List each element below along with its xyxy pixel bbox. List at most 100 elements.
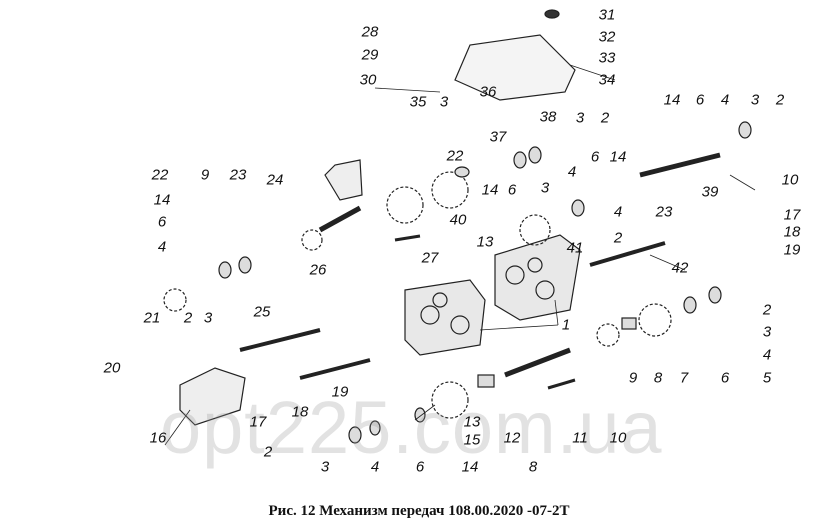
- top-cover: [454, 34, 576, 101]
- side-cover: [179, 367, 246, 426]
- gear: [386, 186, 424, 224]
- part-label: 24: [266, 171, 284, 189]
- part-label: 6: [507, 181, 517, 199]
- part-label: 6: [695, 91, 705, 109]
- part-label: 16: [149, 429, 167, 447]
- part-label: 3: [320, 458, 330, 476]
- part-label: 34: [598, 71, 616, 89]
- part-label: 37: [489, 128, 507, 146]
- part-label: 3: [439, 93, 449, 111]
- part-label: 8: [528, 458, 538, 476]
- part-label: 2: [263, 443, 273, 461]
- part-label: 2: [600, 109, 610, 127]
- part-label: 18: [291, 403, 309, 421]
- part-label: 22: [446, 147, 464, 165]
- part-label: 13: [476, 233, 494, 251]
- part-label: 3: [750, 91, 760, 109]
- part-label: 14: [663, 91, 681, 109]
- bracket: [324, 159, 363, 201]
- part-label: 6: [415, 458, 425, 476]
- part-label: 3: [575, 109, 585, 127]
- part-label: 23: [229, 166, 247, 184]
- part-label: 19: [331, 383, 349, 401]
- part-label: 36: [479, 83, 497, 101]
- part-label: 32: [598, 28, 616, 46]
- part-label: 2: [183, 309, 193, 327]
- shaft: [299, 358, 371, 380]
- part-label: 42: [671, 259, 689, 277]
- part-label: 6: [157, 213, 167, 231]
- shaft: [589, 241, 666, 267]
- key: [547, 378, 576, 390]
- part-label: 9: [200, 166, 210, 184]
- part-label: 2: [775, 91, 785, 109]
- part-label: 3: [762, 323, 772, 341]
- shaft: [239, 328, 321, 352]
- housing-front: [404, 279, 486, 356]
- part-label: 4: [157, 238, 167, 256]
- part-label: 6: [720, 369, 730, 387]
- part-label: 41: [566, 239, 584, 257]
- part-label: 8: [653, 369, 663, 387]
- part-label: 29: [361, 46, 379, 64]
- part-label: 9: [628, 369, 638, 387]
- part-label: 4: [613, 203, 623, 221]
- shaft: [639, 152, 721, 178]
- part-label: 28: [361, 23, 379, 41]
- part-label: 4: [762, 346, 772, 364]
- shaft: [504, 347, 571, 378]
- part-label: 6: [590, 148, 600, 166]
- part-label: 14: [481, 181, 499, 199]
- part-label: 18: [783, 223, 801, 241]
- gear: [519, 214, 551, 246]
- part-label: 3: [203, 309, 213, 327]
- part-label: 38: [539, 108, 557, 126]
- part-label: 2: [762, 301, 772, 319]
- part-label: 27: [421, 249, 439, 267]
- part-label: 2: [613, 229, 623, 247]
- gear: [638, 303, 672, 337]
- part-label: 4: [370, 458, 380, 476]
- part-label: 25: [253, 303, 271, 321]
- part-label: 17: [249, 413, 267, 431]
- part-label: 3: [540, 179, 550, 197]
- shaft: [318, 205, 362, 233]
- part-label: 12: [503, 429, 521, 447]
- gear: [596, 323, 620, 347]
- part-label: 17: [783, 206, 801, 224]
- part-label: 10: [781, 171, 799, 189]
- part-label: 22: [151, 166, 169, 184]
- part-label: 35: [409, 93, 427, 111]
- gear: [163, 288, 187, 312]
- part-label: 14: [461, 458, 479, 476]
- part-label: 14: [609, 148, 627, 166]
- part-label: 1: [561, 316, 571, 334]
- part-label: 11: [572, 429, 588, 447]
- part-label: 20: [103, 359, 121, 377]
- gear: [431, 381, 469, 419]
- housing-rear: [494, 234, 581, 321]
- part-label: 4: [567, 163, 577, 181]
- part-label: 21: [143, 309, 161, 327]
- part-label: 19: [783, 241, 801, 259]
- part-label: 40: [449, 211, 467, 229]
- part-label: 33: [598, 49, 616, 67]
- part-label: 26: [309, 261, 327, 279]
- part-label: 7: [679, 369, 689, 387]
- part-label: 13: [463, 413, 481, 431]
- gear: [301, 229, 323, 251]
- key: [394, 234, 421, 242]
- part-label: 23: [655, 203, 673, 221]
- part-label: 4: [720, 91, 730, 109]
- gear: [431, 171, 469, 209]
- part-label: 30: [359, 71, 377, 89]
- part-label: 14: [153, 191, 171, 209]
- part-label: 15: [463, 431, 481, 449]
- figure-caption: Рис. 12 Механизм передач 108.00.2020 -07…: [268, 503, 570, 519]
- part-label: 39: [701, 183, 719, 201]
- knob: [544, 9, 560, 19]
- part-label: 5: [762, 369, 772, 387]
- part-label: 31: [598, 6, 616, 24]
